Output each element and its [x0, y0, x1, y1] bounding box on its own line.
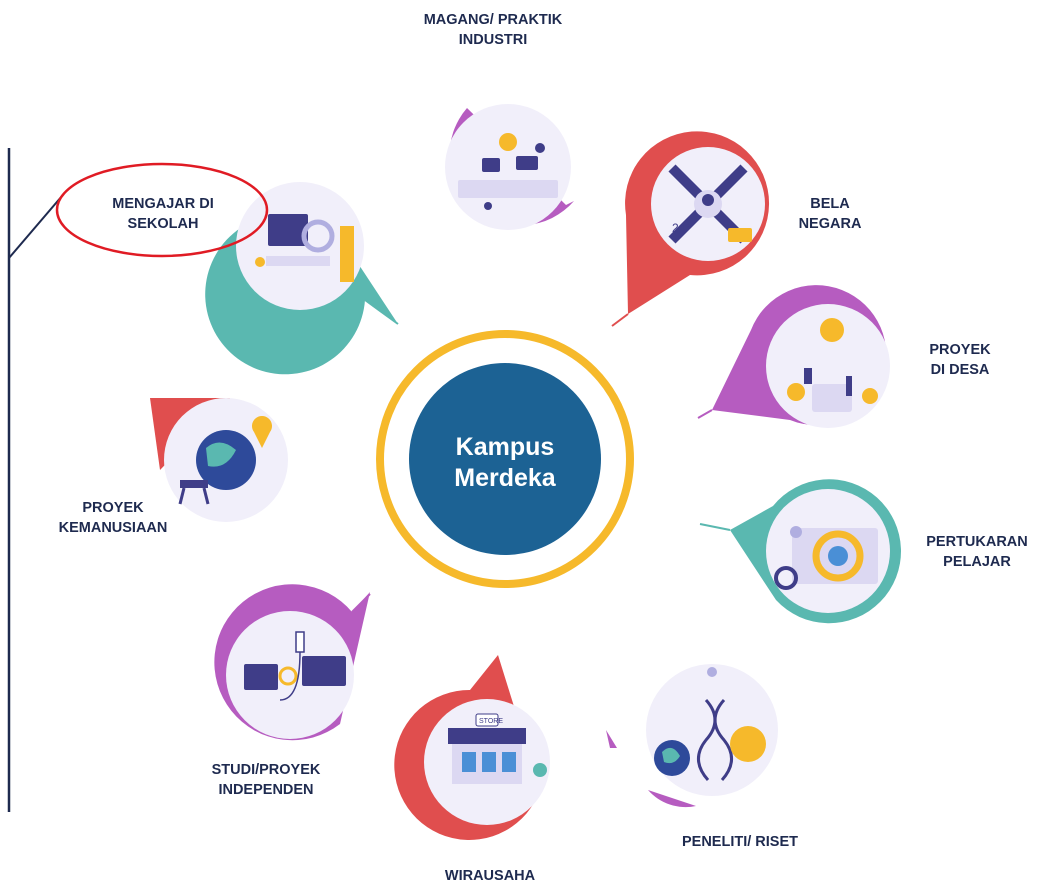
label-proyek-desa-line1: PROYEK	[929, 342, 991, 358]
center-title-line2: Merdeka	[454, 464, 556, 492]
bubble-proyek-desa	[697, 285, 890, 428]
label-mengajar: MENGAJAR DI SEKOLAH	[100, 194, 226, 234]
label-proyek-desa: PROYEK DI DESA	[915, 340, 1005, 380]
svg-text:24°: 24°	[672, 221, 690, 235]
label-studi-line1: STUDI/PROYEK	[211, 762, 321, 778]
label-kemanusiaan: PROYEK KEMANUSIAAN	[48, 498, 178, 538]
svg-text:STORE: STORE	[479, 718, 503, 725]
center-title: Kampus Merdeka	[410, 432, 600, 494]
bubble-peneliti	[606, 664, 778, 808]
bubble-peneliti-shape	[648, 790, 696, 808]
bubble-studi	[214, 584, 371, 741]
label-bela-negara-line1: BELA	[810, 196, 850, 212]
center-circle	[409, 363, 601, 555]
label-kemanusiaan-line1: PROYEK	[82, 500, 144, 516]
bubble-studi-image	[226, 611, 354, 739]
bubble-wirausaha: STORE	[394, 655, 550, 840]
bubble-magang	[445, 104, 574, 230]
label-bela-negara-line2: NEGARA	[798, 216, 862, 232]
bubble-bela-negara: 24°	[611, 131, 770, 327]
bubble-pertukaran	[699, 479, 901, 624]
label-bela-negara: BELA NEGARA	[790, 194, 870, 234]
label-magang-line2: INDUSTRI	[458, 32, 528, 48]
label-pertukaran: PERTUKARAN PELAJAR	[912, 532, 1042, 572]
highlight-ellipse	[55, 162, 269, 258]
label-wirausaha-line1: WIRAUSAHA	[444, 868, 536, 884]
center-title-line1: Kampus	[455, 433, 555, 461]
label-studi-line2: INDEPENDEN	[218, 782, 314, 798]
label-magang-line1: MAGANG/ PRAKTIK	[423, 12, 563, 28]
label-peneliti-line1: PENELITI/ RISET	[681, 834, 798, 850]
label-wirausaha: WIRAUSAHA	[430, 866, 550, 886]
label-pertukaran-line1: PERTUKARAN	[926, 534, 1028, 550]
label-mengajar-line2: SEKOLAH	[127, 216, 199, 232]
label-kemanusiaan-line2: KEMANUSIAAN	[58, 520, 168, 536]
label-peneliti: PENELITI/ RISET	[665, 832, 815, 852]
center-hub	[376, 330, 634, 588]
label-magang: MAGANG/ PRAKTIK INDUSTRI	[398, 10, 588, 50]
left-bracket-connector	[8, 195, 63, 259]
label-mengajar-line1: MENGAJAR DI	[112, 196, 214, 212]
label-studi: STUDI/PROYEK INDEPENDEN	[196, 760, 336, 800]
label-proyek-desa-line2: DI DESA	[930, 362, 990, 378]
label-pertukaran-line2: PELAJAR	[943, 554, 1011, 570]
bubble-magang-image	[445, 104, 571, 230]
bubble-kemanusiaan	[150, 398, 288, 522]
bubble-mengajar	[205, 182, 399, 375]
